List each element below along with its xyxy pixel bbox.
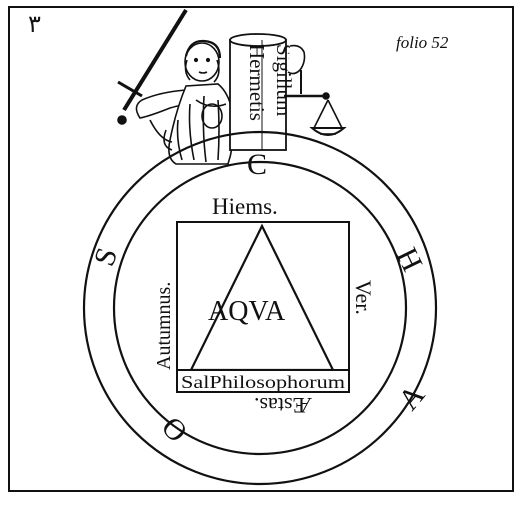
center-element: AQVA bbox=[208, 296, 286, 327]
figure-drapery bbox=[149, 83, 235, 165]
base-label-bar bbox=[176, 369, 350, 393]
outer-circle bbox=[82, 130, 438, 486]
border-frame bbox=[8, 6, 514, 492]
folio-label: folio 52 bbox=[396, 33, 449, 52]
season-left: Autumnus. bbox=[153, 282, 175, 370]
season-top: Hiems. bbox=[212, 194, 278, 219]
justice-figure bbox=[117, 8, 235, 165]
sword-icon bbox=[117, 8, 188, 125]
ring-letter-right-upper: H bbox=[390, 243, 429, 277]
ring-letter-top: C bbox=[247, 148, 267, 181]
season-bottom: Æstas. bbox=[254, 393, 312, 418]
sword-arm bbox=[135, 89, 191, 119]
inner-circle bbox=[112, 160, 408, 456]
season-right: Ver. bbox=[351, 280, 376, 315]
ring-letter-right-lower: A bbox=[392, 378, 431, 416]
banner-line-2: Hermetis bbox=[245, 44, 269, 121]
corner-mark: ٣ bbox=[28, 12, 41, 38]
figure-head bbox=[184, 39, 222, 83]
scales-icon bbox=[284, 44, 347, 136]
base-label: SalPhilosophorum bbox=[181, 372, 345, 392]
ring-letter-left: S bbox=[88, 243, 125, 270]
